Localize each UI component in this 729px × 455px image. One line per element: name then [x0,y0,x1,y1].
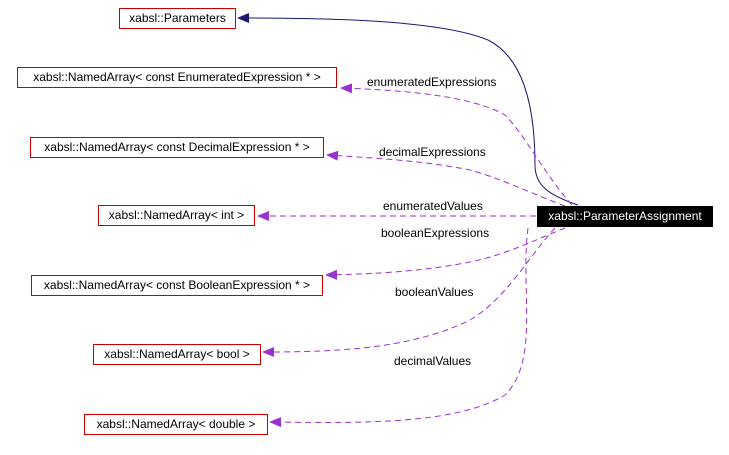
edge-label-decimal-values: decimalValues [394,354,472,368]
edge-label-decimal-expressions: decimalExpressions [379,145,486,159]
edge-label-boolean-values: booleanValues [395,285,474,299]
usage-edge-enumerated-expressions [340,83,573,206]
usage-edge-boolean-expressions [325,227,566,280]
class-node-label: xabsl::NamedArray< const BooleanExpressi… [43,278,311,292]
usage-edge-boolean-values [262,227,556,357]
edge-label-enumerated-values: enumeratedValues [383,199,483,213]
class-node-named-array-double[interactable]: xabsl::NamedArray< double > [84,414,268,435]
class-node-label: xabsl::NamedArray< int > [108,208,245,222]
class-node-label: xabsl::NamedArray< double > [96,417,256,431]
class-node-named-array-bool[interactable]: xabsl::NamedArray< bool > [93,344,261,365]
usage-edge-decimal-values [269,227,529,428]
class-node-named-array-enumerated-expression[interactable]: xabsl::NamedArray< const EnumeratedExpre… [17,67,337,88]
class-node-named-array-decimal-expression[interactable]: xabsl::NamedArray< const DecimalExpressi… [30,137,324,158]
class-node-parameter-assignment[interactable]: xabsl::ParameterAssignment [537,206,713,227]
class-node-named-array-boolean-expression[interactable]: xabsl::NamedArray< const BooleanExpressi… [31,275,323,296]
class-node-label: xabsl::NamedArray< const EnumeratedExpre… [33,70,321,84]
class-node-label: xabsl::Parameters [129,11,226,25]
class-node-label: xabsl::ParameterAssignment [548,209,702,223]
edge-label-enumerated-expressions: enumeratedExpressions [367,75,497,89]
class-node-parameters[interactable]: xabsl::Parameters [119,8,236,29]
edge-label-boolean-expressions: booleanExpressions [381,226,490,240]
class-node-named-array-int[interactable]: xabsl::NamedArray< int > [98,205,255,226]
usage-edge-decimal-expressions [326,150,566,207]
class-node-label: xabsl::NamedArray< const DecimalExpressi… [44,140,310,154]
inheritance-edge-parameters [237,13,579,206]
class-node-label: xabsl::NamedArray< bool > [104,347,250,361]
